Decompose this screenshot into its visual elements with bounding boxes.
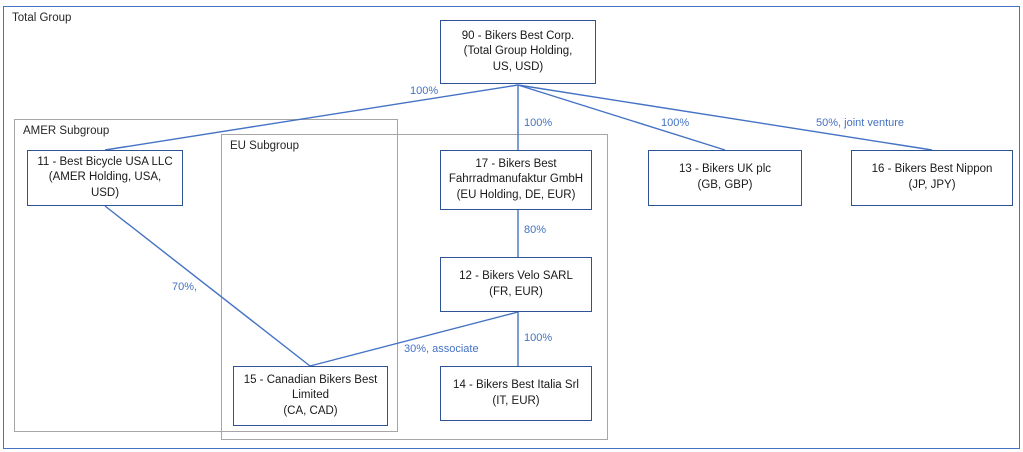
edge-90-to-16-label: 50%, joint venture: [816, 117, 905, 129]
entity-15[interactable]: 15 - Canadian Bikers Best Limited (CA, C…: [233, 366, 388, 426]
container-label-total-group: Total Group: [12, 12, 72, 24]
container-total-group: [3, 6, 1020, 449]
entity-12-label: 12 - Bikers Velo SARL (FR, EUR): [459, 269, 573, 298]
entity-11-label: 11 - Best Bicycle USA LLC (AMER Holding,…: [37, 155, 173, 199]
edge-11-to-15-label: 70%,: [172, 281, 198, 293]
edge-90-to-17-label: 100%: [524, 117, 553, 129]
container-label-eu-subgroup: EU Subgroup: [230, 140, 300, 152]
edge-17-to-12-label: 80%: [524, 224, 547, 236]
entity-15-label: 15 - Canadian Bikers Best Limited (CA, C…: [243, 373, 378, 417]
edge-90-to-11-label: 100%: [410, 85, 439, 97]
entity-90-label: 90 - Bikers Best Corp. (Total Group Hold…: [461, 29, 575, 73]
entity-16[interactable]: 16 - Bikers Best Nippon (JP, JPY): [851, 150, 1013, 206]
entity-11[interactable]: 11 - Best Bicycle USA LLC (AMER Holding,…: [27, 150, 183, 206]
entity-14-label: 14 - Bikers Best Italia Srl (IT, EUR): [453, 378, 579, 407]
entity-17[interactable]: 17 - Bikers Best Fahrradmanufaktur GmbH …: [440, 150, 592, 210]
container-label-amer-subgroup: AMER Subgroup: [23, 125, 110, 137]
entity-13[interactable]: 13 - Bikers UK plc (GB, GBP): [648, 150, 802, 206]
entity-16-label: 16 - Bikers Best Nippon (JP, JPY): [871, 163, 993, 191]
edge-12-to-15-label: 30%, associate: [404, 343, 479, 355]
entity-14[interactable]: 14 - Bikers Best Italia Srl (IT, EUR): [440, 366, 592, 421]
entity-13-label: 13 - Bikers UK plc (GB, GBP): [678, 163, 772, 191]
edge-90-to-13-label: 100%: [661, 117, 690, 129]
edge-12-to-14-label: 100%: [524, 332, 553, 344]
entity-17-label: 17 - Bikers Best Fahrradmanufaktur GmbH …: [448, 157, 584, 201]
entity-12[interactable]: 12 - Bikers Velo SARL (FR, EUR): [440, 257, 592, 312]
entity-90[interactable]: 90 - Bikers Best Corp. (Total Group Hold…: [440, 20, 596, 84]
